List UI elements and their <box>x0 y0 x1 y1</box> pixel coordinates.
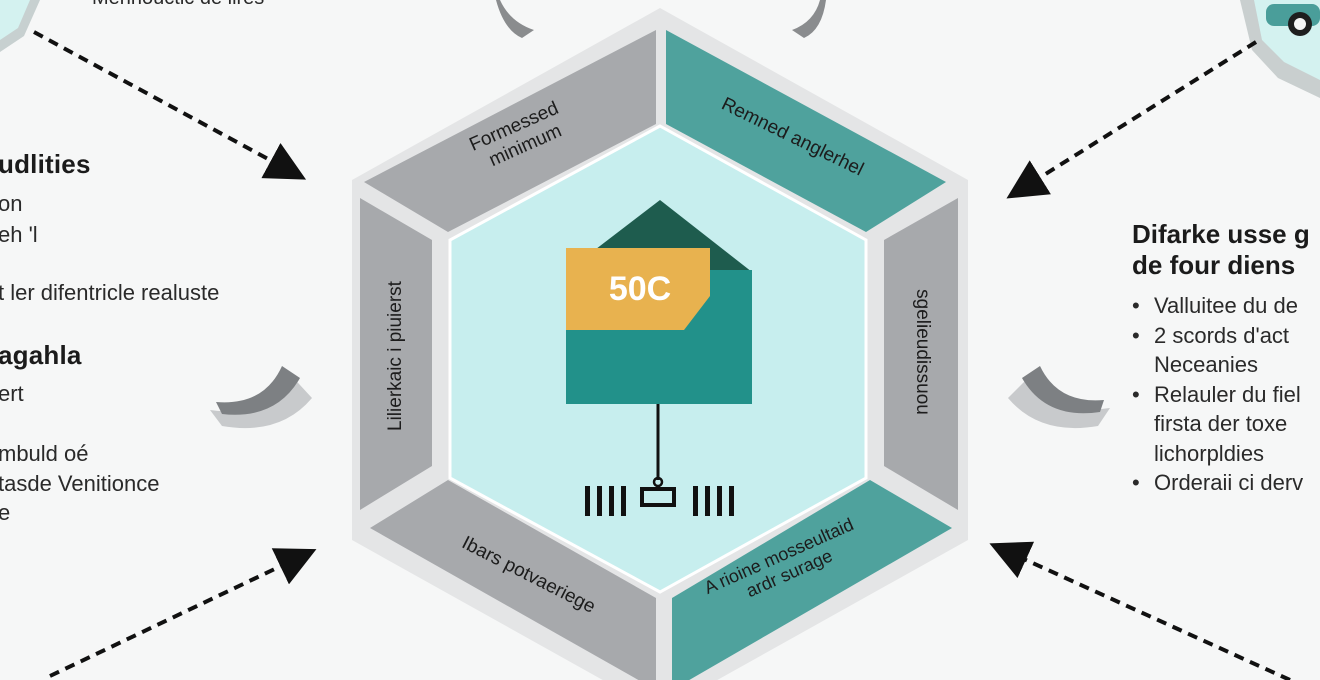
left-heading-2: agahla <box>0 340 82 370</box>
segment-top-left <box>364 30 656 232</box>
list-item: Relauler du fiel <box>1132 380 1303 410</box>
dashed-arrow <box>1006 40 1258 199</box>
left-item: eh 'l <box>0 222 38 247</box>
left-item: t ler difentricle realuste <box>0 280 220 305</box>
top-left-badge <box>0 0 40 52</box>
segment-top-right <box>666 30 946 232</box>
list-item: Valluitee du de <box>1132 291 1303 321</box>
list-item: firsta der toxe <box>1154 411 1288 436</box>
envelope-icon <box>566 200 752 488</box>
dashed-arrow <box>49 548 317 678</box>
right-heading: Difarke usse g de four diens <box>1132 219 1310 281</box>
center-value: 50C <box>609 270 671 308</box>
left-heading-1: udlities <box>0 149 91 179</box>
curved-arrow-icon <box>792 0 826 38</box>
top-caption: Mennouctic de lires <box>92 0 264 10</box>
connector-bars <box>585 486 734 516</box>
segment-bottom-right <box>672 480 952 680</box>
left-item: mbuld oé <box>0 441 89 466</box>
list-item: lichorpldies <box>1154 440 1265 466</box>
segment-label-left: Lilierkaic i piuierst <box>385 280 406 431</box>
dashed-arrow <box>33 30 307 180</box>
curved-arrow-icon-right <box>1008 366 1110 429</box>
left-item: ert <box>0 381 24 406</box>
list-item: Orderaii ci derv <box>1132 468 1303 498</box>
right-heading-line: Difarke usse g <box>1132 219 1310 249</box>
list-item: Neceanies <box>1154 352 1258 377</box>
top-right-badge <box>1240 0 1320 98</box>
curved-arrow-icon-left <box>210 366 312 429</box>
right-heading-line: de four diens <box>1132 250 1296 280</box>
segment-label-right: sgelieudissuou <box>912 289 933 415</box>
curved-arrow-icon <box>496 0 534 38</box>
segment-right <box>884 198 958 510</box>
car-icon <box>1266 4 1320 36</box>
left-item: on <box>0 191 23 216</box>
segment-left <box>360 198 432 510</box>
segment-bottom-left <box>370 480 656 680</box>
list-item: 2 scords d'act <box>1132 321 1303 351</box>
left-item: tasde Venitionce <box>0 471 160 496</box>
dashed-arrow <box>989 541 1291 680</box>
left-item: e <box>0 500 11 525</box>
right-list: Valluitee du de 2 scords d'act Neceanies… <box>1132 291 1303 498</box>
